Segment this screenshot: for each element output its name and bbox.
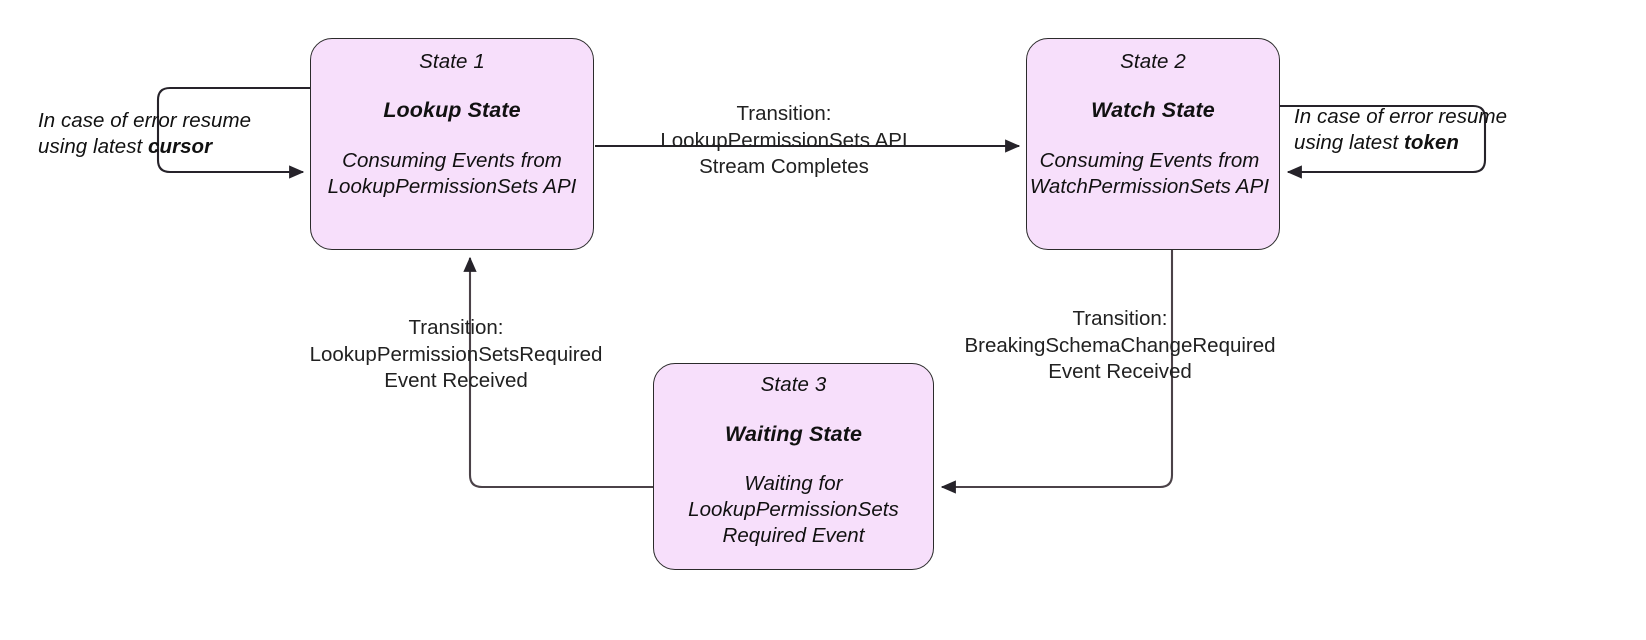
self-loop-note-cursor: In case of error resume using latest cur…: [38, 108, 290, 160]
state-2-title: Watch State: [1091, 98, 1215, 122]
state-3-index-label: State 3: [760, 373, 827, 396]
transition-label-lookup-stream-completes: Transition: LookupPermissionSets API Str…: [660, 102, 908, 179]
transition-label-lookup-required-event: Transition: LookupPermissionSetsRequired…: [309, 316, 603, 393]
self-loop-note-token-emphasis: token: [1404, 131, 1459, 155]
self-loop-note-token-text: In case of error resume using latest: [1294, 105, 1508, 155]
state-1-description: Consuming Events from LookupPermissionSe…: [327, 149, 577, 199]
state-3-title: Waiting State: [724, 422, 863, 446]
state-2-index-label: State 2: [1120, 50, 1186, 73]
self-loop-note-token: In case of error resume using latest tok…: [1294, 104, 1544, 156]
state-3-description: Waiting for LookupPermissionSets Require…: [688, 472, 899, 548]
state-1-index-label: State 1: [419, 50, 485, 73]
state-node-watch-state[interactable]: State 2 Watch State Consuming Events fro…: [1026, 38, 1280, 250]
self-loop-note-cursor-emphasis: cursor: [148, 135, 213, 159]
transition-label-breaking-schema-change: Transition: BreakingSchemaChangeRequired…: [964, 307, 1276, 384]
self-loop-note-cursor-text: In case of error resume using latest: [38, 109, 252, 159]
state-node-waiting-state[interactable]: State 3 Waiting State Waiting for Lookup…: [653, 363, 934, 570]
state-2-description: Consuming Events from WatchPermissionSet…: [1029, 149, 1270, 199]
state-node-lookup-state[interactable]: State 1 Lookup State Consuming Events fr…: [310, 38, 594, 250]
state-1-title: Lookup State: [383, 98, 521, 122]
